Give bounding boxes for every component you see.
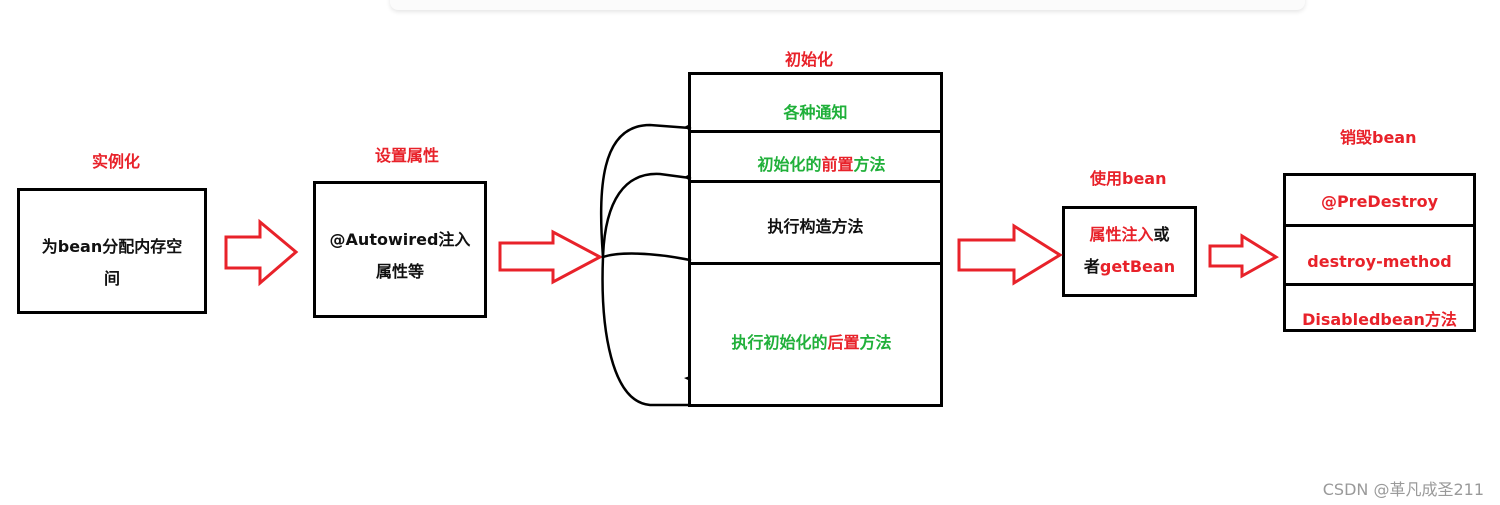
use-text-1: 属性注入或 [1065, 221, 1194, 249]
init-divider-1 [691, 130, 940, 133]
instantiate-box: 为bean分配内存空 间 [17, 188, 207, 314]
connector-tip-3 [684, 376, 690, 381]
init-row-after-suffix: 方法 [859, 333, 892, 352]
connector-tip-1 [684, 124, 690, 131]
init-row-after-highlight: 后置 [827, 333, 860, 352]
init-row-constructor: 执行构造方法 [767, 217, 864, 236]
connector-curve-before [601, 172, 692, 259]
destroy-box: @PreDestroy destroy-method Disabledbean方… [1283, 173, 1476, 332]
init-row-before: 初始化的前置方法 [703, 151, 940, 179]
arrow-2 [498, 229, 604, 285]
use-box: 属性注入或 者getBean [1062, 206, 1197, 297]
destroy-row-destroy-method: destroy-method [1307, 252, 1452, 271]
use-text-1-red: 属性注入 [1089, 225, 1154, 244]
connector-tip-2 [684, 174, 690, 181]
destroy-row-disabled: Disabledbean方法 [1302, 310, 1457, 329]
init-row-notify: 各种通知 [783, 103, 848, 122]
destroy-divider-1 [1286, 224, 1473, 227]
destroy-row-predestroy: @PreDestroy [1320, 192, 1439, 211]
connector-curve-after [601, 255, 692, 407]
stage-title-set-properties: 设置属性 [375, 146, 440, 165]
arrow-1 [224, 218, 299, 287]
init-row-before-suffix: 方法 [853, 155, 886, 174]
set-properties-text-2: 属性等 [375, 262, 424, 281]
stage-title-instantiate: 实例化 [92, 152, 141, 171]
instantiate-text-1: 为bean分配内存空 [41, 237, 183, 256]
use-text-2-black: 者 [1083, 257, 1100, 276]
stage-title-init: 初始化 [785, 50, 834, 69]
arrow-3 [957, 223, 1063, 286]
init-row-after-prefix: 执行初始化的 [731, 333, 828, 352]
init-divider-2 [691, 180, 940, 183]
init-row-before-prefix: 初始化的 [757, 155, 822, 174]
init-divider-3 [691, 262, 940, 265]
top-scrollbar-shadow [390, 0, 1305, 10]
stage-title-use: 使用bean [1090, 169, 1167, 188]
instantiate-text-2: 间 [103, 269, 120, 288]
use-text-1-black: 或 [1153, 225, 1170, 244]
watermark: CSDN @革凡成圣211 [1322, 480, 1484, 499]
init-box: 各种通知 初始化的前置方法 执行构造方法 执行初始化的后置方法 [688, 72, 943, 407]
set-properties-text-1: @Autowired注入 [329, 230, 471, 249]
destroy-divider-2 [1286, 283, 1473, 286]
arrow-4 [1208, 233, 1279, 279]
stage-title-destroy: 销毁bean [1340, 128, 1417, 147]
set-properties-box: @Autowired注入 属性等 [313, 181, 487, 318]
init-row-after: 执行初始化的后置方法 [683, 329, 940, 357]
connector-curve-constructor [601, 252, 692, 262]
connector-curve-notify [599, 123, 692, 259]
use-text-2: 者getBean [1065, 253, 1194, 281]
init-row-before-highlight: 前置 [821, 155, 854, 174]
use-text-2-red: getBean [1099, 257, 1176, 276]
